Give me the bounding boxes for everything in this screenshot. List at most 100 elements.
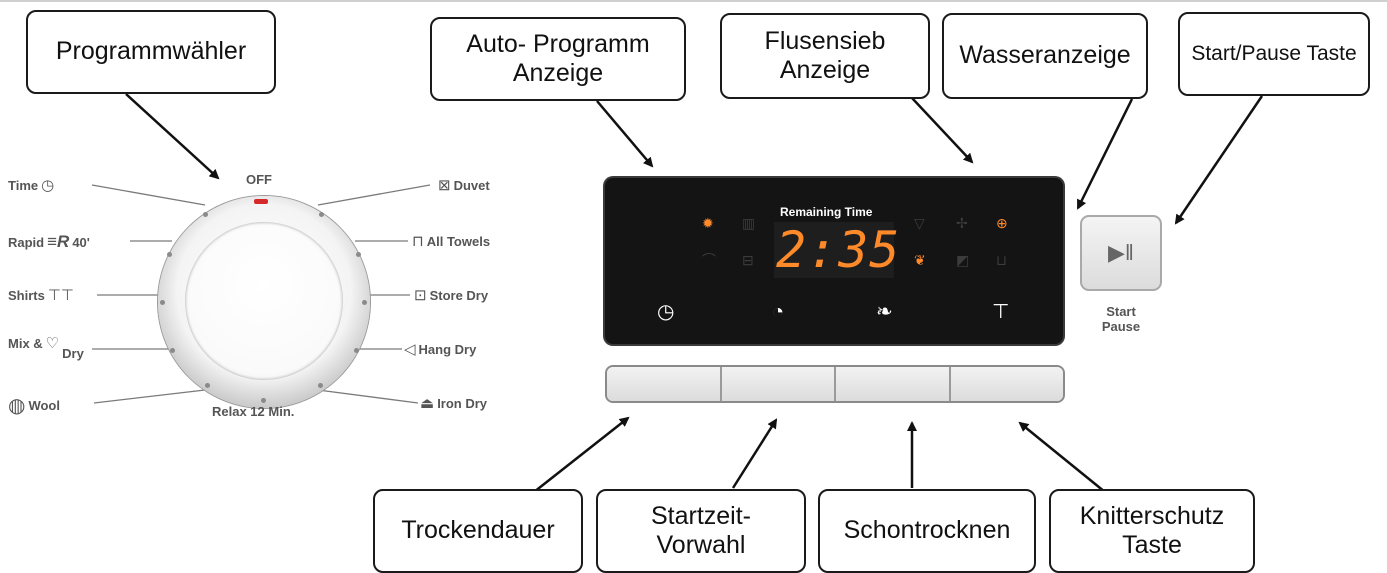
dial-dot (354, 348, 359, 353)
program-hang-dry-label: Hang Dry (418, 341, 477, 357)
delicate-indicator-icon: ❦ (914, 252, 926, 268)
store-dry-icon: ⊡ (414, 287, 427, 304)
callout-knitterschutz: Knitterschutz Taste (1049, 489, 1255, 573)
program-rapid-extra: 40' (72, 234, 90, 250)
mix-icon: ♡ (45, 335, 60, 352)
arrow-start-pause (1174, 95, 1264, 225)
callout-auto-programm: Auto- Programm Anzeige (430, 17, 686, 101)
sun-indicator-icon: ✹ (702, 215, 714, 231)
callout-schontrocknen-text: Schontrocknen (843, 516, 1011, 545)
anti-crease-button[interactable] (950, 367, 1063, 401)
callout-programmwaehler: Programmwähler (26, 10, 276, 94)
gentle-dry-button[interactable] (836, 367, 951, 401)
dry-time-icon: ◷ (657, 301, 675, 323)
door-indicator-icon: ◩ (956, 252, 970, 268)
dial-dot (319, 212, 324, 217)
dial-dot (356, 252, 361, 257)
start-pause-label: Start Pause (1095, 304, 1147, 334)
callout-flusensieb: Flusensieb Anzeige (720, 13, 930, 99)
callout-auto-programm-text: Auto- Programm Anzeige (466, 29, 650, 88)
pause-label: Pause (1101, 319, 1141, 334)
program-time-label: Time (8, 177, 39, 193)
arrow-auto-programm (596, 100, 654, 168)
dial-off-label: OFF (246, 172, 272, 187)
towel-icon: ⊓ (412, 233, 424, 250)
program-all-towels[interactable]: ⊓ All Towels (412, 232, 490, 250)
arrow-programmwaehler (125, 93, 220, 180)
callout-start-pause: Start/Pause Taste (1178, 12, 1370, 96)
callout-trockendauer: Trockendauer (373, 489, 583, 573)
delay-start-button[interactable] (721, 367, 836, 401)
callout-flusensieb-text: Flusensieb Anzeige (764, 26, 886, 85)
callout-startzeit-text: Startzeit- Vorwahl (650, 501, 752, 560)
program-iron-dry[interactable]: ⏏ Iron Dry (420, 394, 487, 412)
callout-wasseranzeige-text: Wasseranzeige (959, 41, 1131, 70)
function-key-row (605, 365, 1065, 403)
program-wool[interactable]: ◍ Wool (8, 393, 60, 418)
program-rapid-label: Rapid (8, 234, 45, 250)
start-pause-button[interactable]: ▶‖ (1080, 215, 1162, 291)
iron-icon: ⏏ (420, 395, 435, 412)
water-tank-indicator-icon: ⊔ (996, 252, 1007, 268)
lint-filter-indicator-icon: ⊕ (996, 215, 1008, 231)
callout-wasseranzeige: Wasseranzeige (942, 13, 1148, 99)
program-shirts[interactable]: Shirts ⊤⊤ (8, 286, 74, 304)
arrow-wasseranzeige (1076, 98, 1134, 210)
dial-relax-label: Relax 12 Min. (212, 404, 295, 419)
gentle-dry-icon: ❧ (876, 301, 893, 323)
dial-dot (170, 348, 175, 353)
program-indicator-icon: ⊟ (742, 252, 754, 268)
program-wool-label: Wool (28, 398, 60, 413)
callout-start-pause-text: Start/Pause Taste (1191, 41, 1357, 65)
play-pause-icon: ▶‖ (1107, 240, 1134, 265)
sensor-indicator-icon: ▥ (742, 215, 756, 231)
dial-dot (205, 383, 210, 388)
anti-crease-icon: ⊤ (992, 301, 1010, 323)
remaining-time-label: Remaining Time (780, 205, 873, 219)
callout-trockendauer-text: Trockendauer (401, 516, 555, 545)
duvet-icon: ⊠ (438, 177, 451, 194)
delay-start-icon: ◔ (772, 301, 785, 323)
wool-icon: ◍ (8, 395, 26, 417)
time-display: 2:35 (776, 221, 901, 279)
program-rapid[interactable]: Rapid ≡R 40' (8, 232, 90, 252)
arrow-flusensieb (911, 97, 974, 164)
callout-programmwaehler-text: Programmwähler (55, 37, 247, 66)
program-mix-extra: Dry (62, 345, 84, 361)
dial-dot (167, 252, 172, 257)
dial-dot (203, 212, 208, 217)
clock-icon: ◷ (41, 177, 55, 194)
dry-time-button[interactable] (607, 367, 722, 401)
program-duvet[interactable]: ⊠ Duvet (438, 176, 490, 194)
shirt-icon: ⊤⊤ (47, 287, 74, 304)
hang-dry-icon: ◁ (404, 341, 416, 358)
program-time[interactable]: Time ◷ (8, 176, 54, 194)
program-mix-label: Mix & (8, 335, 43, 351)
top-divider (0, 0, 1387, 2)
program-all-towels-label: All Towels (426, 233, 491, 249)
start-label: Start (1106, 304, 1136, 319)
program-dial-face[interactable] (185, 222, 343, 380)
callout-knitterschutz-text: Knitterschutz Taste (1079, 501, 1225, 560)
program-mix-dry[interactable]: Mix & ♡ Dry (8, 334, 84, 361)
cool-indicator-icon: ✢ (956, 215, 968, 231)
dial-position-marker (254, 199, 268, 204)
dial-dot (160, 300, 165, 305)
dial-dot (318, 383, 323, 388)
time-display-background (774, 222, 894, 278)
auto-program-indicator-icon: ⌒ (702, 252, 716, 268)
program-iron-dry-label: Iron Dry (437, 395, 488, 411)
arrow-startzeit (731, 418, 778, 489)
program-store-dry-label: Store Dry (429, 287, 489, 303)
program-hang-dry[interactable]: ◁ Hang Dry (404, 340, 476, 358)
arrow-trockendauer (533, 416, 630, 493)
program-store-dry[interactable]: ⊡ Store Dry (414, 286, 488, 304)
callout-schontrocknen: Schontrocknen (818, 489, 1036, 573)
rapid-icon: ≡R (47, 232, 70, 251)
program-shirts-label: Shirts (8, 287, 45, 303)
program-duvet-label: Duvet (453, 177, 490, 193)
callout-startzeit: Startzeit- Vorwahl (596, 489, 806, 573)
dial-dot (362, 300, 367, 305)
arrow-knitterschutz (1018, 421, 1106, 493)
